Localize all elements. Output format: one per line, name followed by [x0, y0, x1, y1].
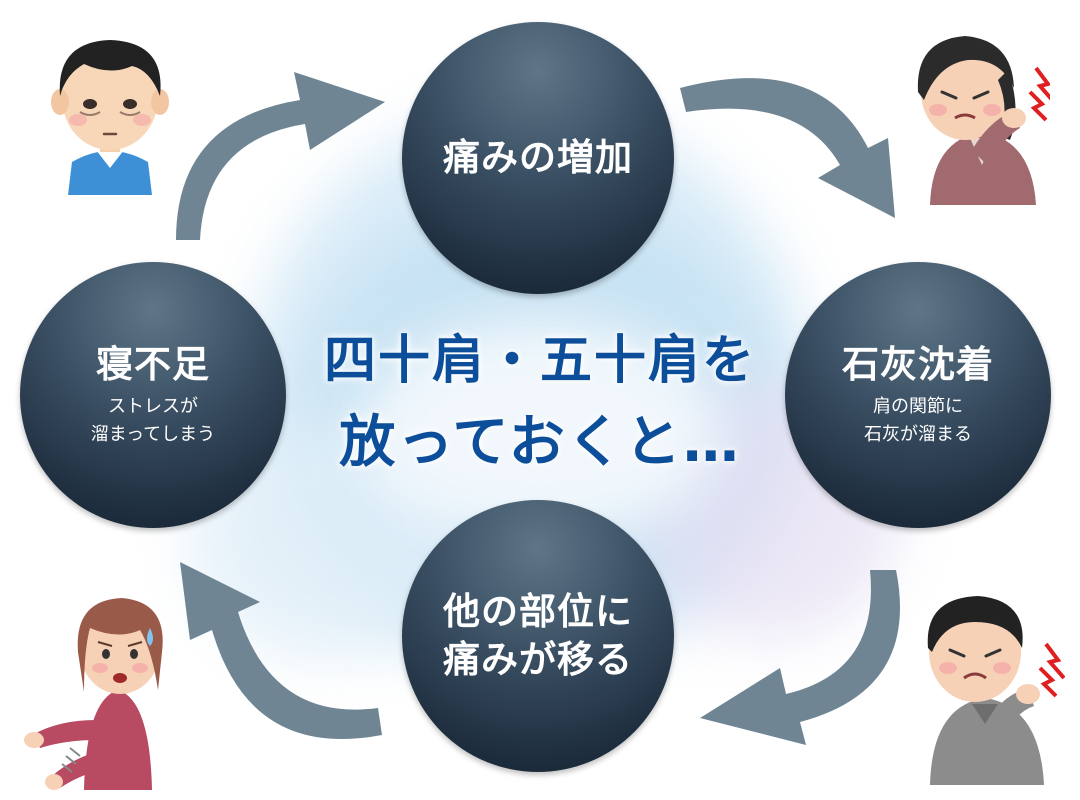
arrow-pain-to-calcification [680, 78, 895, 218]
shoulder-pain-woman-icon [917, 36, 1050, 205]
node-pain-increase-title: 痛みの増加 [443, 136, 633, 179]
arrow-calcification-to-spread [700, 570, 900, 745]
node-sleep-title: 寝不足 [96, 343, 210, 386]
node-spread-title-line2: 痛みが移る [443, 638, 633, 681]
center-headline-line2: 放っておくと… [339, 410, 741, 475]
node-calcification-sub-line2: 石灰が溜まる [864, 424, 972, 445]
node-calcification: 石灰沈着 肩の関節に 石灰が溜まる [785, 262, 1051, 528]
node-sleep-sub-line1: ストレスが [107, 396, 198, 417]
node-calcification-sub: 肩の関節に 石灰が溜まる [864, 393, 972, 449]
node-sleep: 寝不足 ストレスが 溜まってしまう [20, 262, 286, 528]
shoulder-pain-man-icon [927, 596, 1065, 785]
tired-man-icon [51, 40, 169, 195]
node-sleep-sub: ストレスが 溜まってしまう [91, 393, 215, 449]
sick-woman-icon [24, 598, 163, 790]
node-pain-increase: 痛みの増加 [402, 22, 674, 294]
node-spread: 他の部位に 痛みが移る [402, 500, 674, 772]
node-calcification-title: 石灰沈着 [842, 343, 994, 386]
node-calcification-sub-line1: 肩の関節に [873, 396, 963, 417]
node-sleep-sub-line2: 溜まってしまう [90, 424, 216, 445]
node-spread-title-line1: 他の部位に [443, 590, 633, 633]
arrow-sleep-to-pain [176, 72, 385, 240]
center-headline-line1: 四十肩・五十肩を [323, 331, 756, 391]
arrow-spread-to-sleep [180, 562, 382, 740]
